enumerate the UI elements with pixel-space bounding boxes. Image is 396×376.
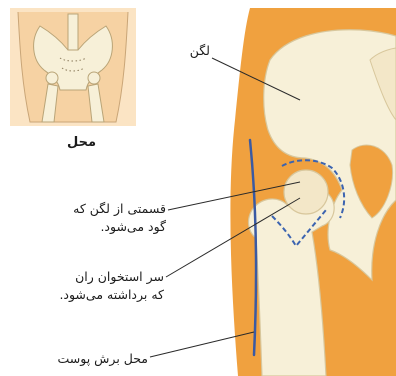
label-pelvis: لگن <box>150 42 210 59</box>
inset-caption: محل <box>56 134 96 151</box>
label-incision: محل برش پوست <box>40 350 148 367</box>
label-socket-line2: گود می‌شود. <box>64 218 166 235</box>
label-socket-line1: قسمتی از لگن که <box>64 200 166 217</box>
label-head-line1: سر استخوان ران <box>50 268 164 285</box>
location-inset <box>10 8 136 126</box>
label-head-line2: که برداشته می‌شود. <box>30 286 164 303</box>
femoral-head <box>284 170 328 214</box>
